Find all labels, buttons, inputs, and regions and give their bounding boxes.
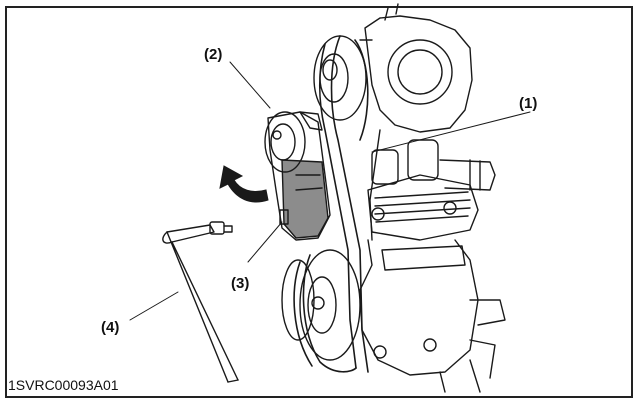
callout-label-3: (3) xyxy=(231,275,250,292)
tensioner xyxy=(264,111,331,241)
leader-lines xyxy=(129,61,531,321)
figure-code: 1SVRC00093A01 xyxy=(8,377,119,393)
lower-pulley xyxy=(281,249,361,361)
hex-bar xyxy=(162,221,239,383)
callout-label-4: (4) xyxy=(101,319,120,336)
callout-label-1: (1) xyxy=(519,95,538,112)
rotation-arrow-icon xyxy=(219,165,269,203)
callout-label-2: (2) xyxy=(204,46,223,63)
v-belt xyxy=(293,35,369,373)
upper-pulley xyxy=(313,35,367,121)
compressor-body xyxy=(359,3,506,393)
